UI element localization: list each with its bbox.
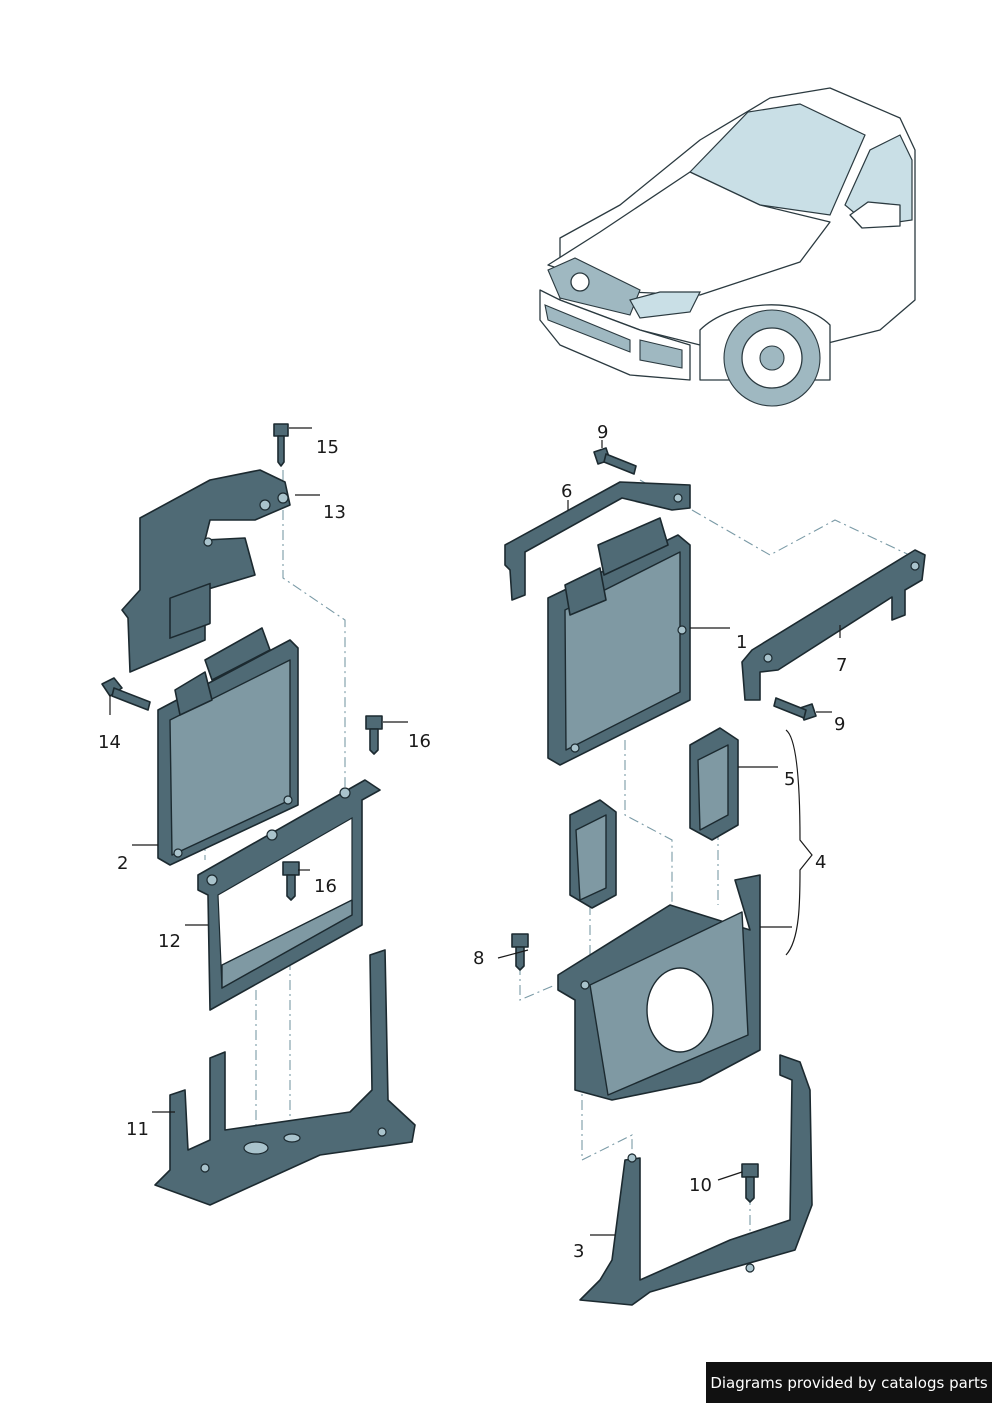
bolt-8 (511, 933, 529, 971)
bolt-16-upper (365, 715, 383, 755)
callout-labels: 15 13 14 16 2 16 12 11 9 6 1 7 9 5 4 8 1… (98, 422, 847, 1262)
callout-9-upper: 9 (597, 422, 608, 443)
bolt-10 (741, 1163, 759, 1203)
bolt-9-lower (773, 697, 817, 721)
callout-8: 8 (473, 948, 484, 969)
callout-5: 5 (784, 769, 795, 790)
relay-module-small (569, 799, 617, 909)
callout-2: 2 (117, 853, 128, 874)
bolt-16-lower (282, 861, 300, 901)
mounting-bracket-11 (154, 949, 416, 1206)
left-assembly (101, 423, 416, 1206)
callout-16-upper: 16 (408, 731, 431, 752)
callout-16-lower: 16 (314, 876, 337, 897)
mounting-bracket-3 (579, 1054, 813, 1306)
vehicle-illustration (539, 87, 916, 407)
callout-11: 11 (126, 1119, 149, 1140)
callout-14: 14 (98, 732, 121, 753)
control-unit-2 (157, 582, 299, 866)
bolt-15 (273, 423, 289, 467)
bracket-7 (741, 549, 926, 701)
credit-badge: Diagrams provided by catalogs parts (706, 1362, 992, 1403)
callout-1: 1 (736, 632, 747, 653)
cover-shield-13 (121, 469, 291, 673)
relay-carrier-4 (557, 874, 761, 1101)
relay-module-5 (689, 727, 739, 841)
callout-7: 7 (836, 655, 847, 676)
callout-3: 3 (573, 1241, 584, 1262)
bolt-9-upper (593, 447, 637, 475)
callout-4: 4 (815, 852, 826, 873)
control-unit-1 (547, 517, 691, 766)
leader-lines (109, 427, 841, 1236)
callout-15: 15 (316, 437, 339, 458)
bolt-14 (101, 677, 151, 711)
callout-12: 12 (158, 931, 181, 952)
callout-13: 13 (323, 502, 346, 523)
credit-text: Diagrams provided by catalogs parts (710, 1373, 988, 1392)
right-assembly (504, 447, 926, 1306)
callout-9-lower: 9 (834, 714, 845, 735)
bracket-6 (504, 481, 691, 601)
callout-10: 10 (689, 1175, 712, 1196)
callout-6: 6 (561, 481, 572, 502)
